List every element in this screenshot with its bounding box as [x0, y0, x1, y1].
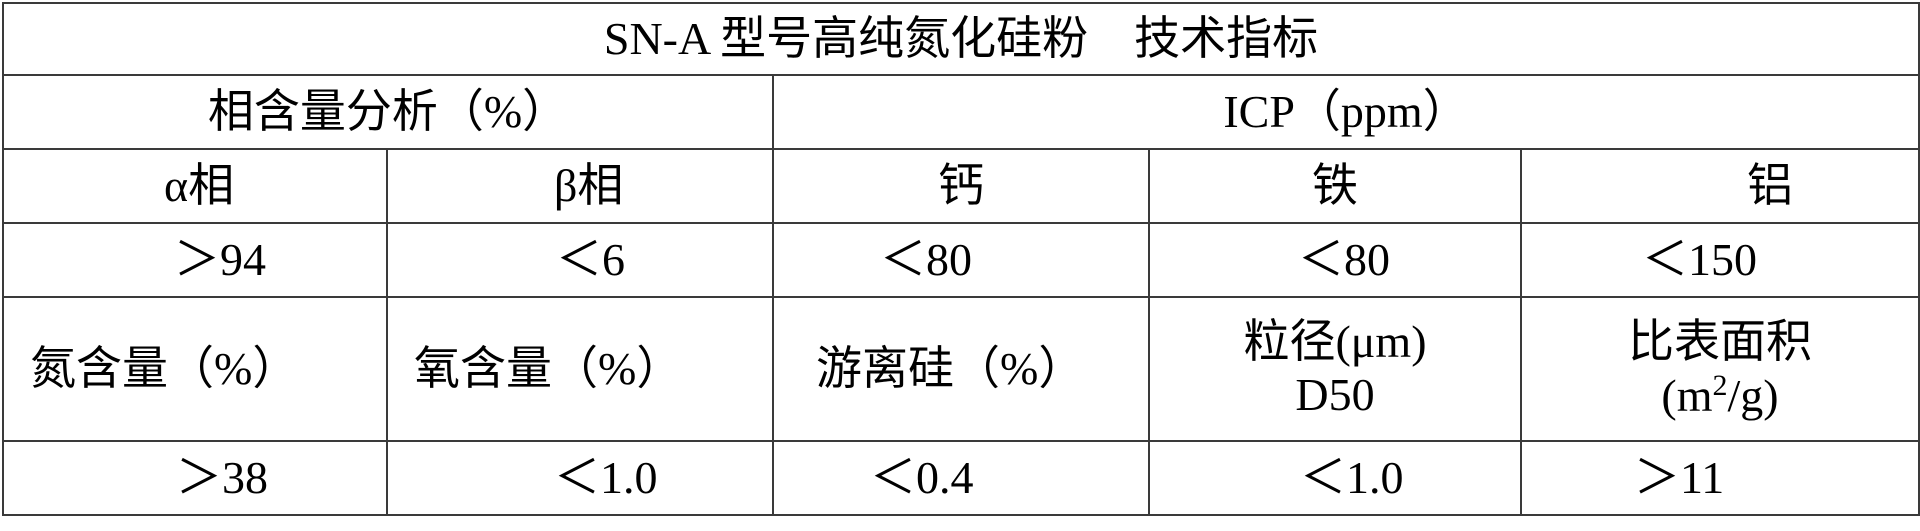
surface-area-value: ＞11 — [1519, 440, 1920, 516]
header-row-1: α相 β相 钙 铁 铝 — [2, 148, 1920, 224]
oxygen-content-header: 氧含量（%） — [386, 296, 774, 442]
oxygen-content-value: ＜1.0 — [386, 440, 774, 516]
particle-size-header: 粒径(μm) D50 — [1148, 296, 1522, 442]
beta-phase-value: ＜6 — [386, 222, 774, 298]
icp-header: ICP（ppm） — [771, 74, 1920, 150]
surface-area-unit-prefix: (m — [1661, 369, 1713, 421]
surface-area-header: 比表面积 (m2/g) — [1519, 296, 1920, 442]
particle-size-d50-label: D50 — [1295, 369, 1375, 420]
free-silicon-header: 游离硅（%） — [772, 296, 1150, 442]
surface-area-label: 比表面积 — [1628, 315, 1813, 367]
calcium-value: ＜80 — [772, 222, 1150, 298]
iron-value: ＜80 — [1148, 222, 1522, 298]
free-silicon-value: ＜0.4 — [772, 440, 1150, 516]
phase-analysis-header: 相含量分析（%） — [2, 74, 774, 150]
particle-size-value: ＜1.0 — [1148, 440, 1522, 516]
surface-area-unit-suffix: /g) — [1727, 369, 1779, 421]
value-row-2: ＞38 ＜1.0 ＜0.4 ＜1.0 ＞11 — [2, 440, 1920, 516]
group-header-row: 相含量分析（%） ICP（ppm） — [2, 74, 1920, 150]
aluminum-value: ＜150 — [1519, 222, 1920, 298]
surface-area-unit-superscript: 2 — [1712, 368, 1728, 402]
particle-size-label: 粒径(μm) — [1243, 316, 1427, 368]
surface-area-unit: (m2/g) — [1523, 368, 1917, 423]
calcium-header: 钙 — [772, 148, 1150, 224]
nitrogen-content-header: 氮含量（%） — [2, 296, 388, 442]
alpha-phase-header: α相 — [2, 148, 388, 224]
iron-header: 铁 — [1148, 148, 1522, 224]
nitrogen-content-value: ＞38 — [2, 440, 388, 516]
table-title: SN-A 型号高纯氮化硅粉 技术指标 — [1, 2, 1920, 76]
spec-table: SN-A 型号高纯氮化硅粉 技术指标 相含量分析（%） ICP（ppm） α相 … — [1, 2, 1920, 516]
header-row-2: 氮含量（%） 氧含量（%） 游离硅（%） 粒径(μm) D50 比表面积 (m2… — [2, 296, 1920, 442]
alpha-phase-value: ＞94 — [2, 222, 388, 298]
aluminum-header: 铝 — [1519, 148, 1920, 224]
title-row: SN-A 型号高纯氮化硅粉 技术指标 — [1, 2, 1920, 76]
value-row-1: ＞94 ＜6 ＜80 ＜80 ＜150 — [2, 222, 1920, 298]
beta-phase-header: β相 — [386, 148, 774, 224]
